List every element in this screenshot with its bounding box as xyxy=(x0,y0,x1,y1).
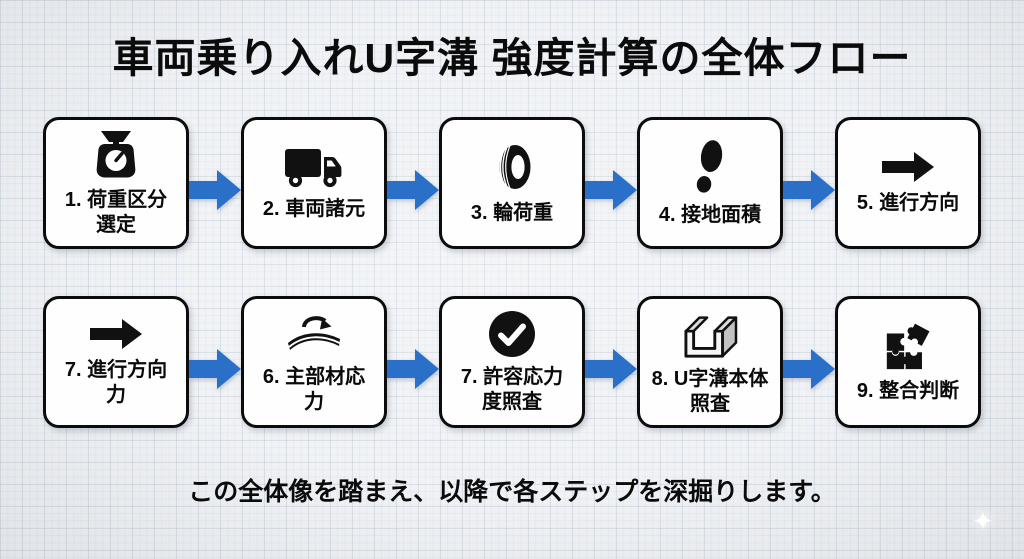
flow-step-label: 5. 進行方向 xyxy=(856,192,960,215)
footer-note: この全体像を踏まえ、以降で各ステップを深掘りします。 xyxy=(188,478,836,506)
u-channel-icon xyxy=(681,308,739,360)
flow-arrow-icon xyxy=(783,296,835,428)
flow-step-label: 2. 車両諸元 xyxy=(262,198,366,221)
flow-step-label: 7. 進行方向力 xyxy=(64,359,168,406)
flow-step-label: 7. 許容応力度照査 xyxy=(460,366,564,413)
flow-arrow-icon xyxy=(585,117,637,249)
flow-arrow-icon xyxy=(387,296,439,428)
flow-arrow-icon xyxy=(387,117,439,249)
step-vehicle-specs: 2. 車両諸元 xyxy=(241,117,387,249)
flow-step-label: 9. 整合判断 xyxy=(856,380,960,403)
flow-step-label: 6. 主部材応力 xyxy=(262,366,366,413)
flow-step-label: 4. 接地面積 xyxy=(658,204,762,227)
flow-step-label: 3. 輪荷重 xyxy=(470,202,554,225)
puzzle-icon xyxy=(882,320,934,372)
flow-row-1: 1. 荷重区分選定 2. 車両諸元 xyxy=(43,117,981,249)
step-wheel-load: 3. 輪荷重 xyxy=(439,117,585,249)
flow-arrow-icon xyxy=(585,296,637,428)
arrow-right-icon xyxy=(880,150,936,184)
step-main-member-stress: 6. 主部材応力 xyxy=(241,296,387,428)
flow-arrow-icon xyxy=(783,117,835,249)
footprint-icon xyxy=(692,138,728,196)
step-load-classification: 1. 荷重区分選定 xyxy=(43,117,189,249)
tire-icon xyxy=(489,140,535,194)
flow-step-label: 1. 荷重区分選定 xyxy=(64,189,168,236)
flow-arrow-icon xyxy=(189,296,241,428)
step-u-gutter-body-check: 8. U字溝本体照査 xyxy=(637,296,783,428)
step-allowable-stress-check: 7. 許容応力度照査 xyxy=(439,296,585,428)
bending-moment-icon xyxy=(285,310,343,358)
flow-step-label: 8. U字溝本体照査 xyxy=(651,368,769,415)
flow-arrow-icon xyxy=(189,117,241,249)
page-title: 車両乗り入れU字溝 強度計算の全体フロー xyxy=(112,35,912,81)
check-circle-icon xyxy=(488,310,536,358)
scale-icon xyxy=(92,129,140,181)
arrow-right-icon xyxy=(88,317,144,351)
flow-row-2: 7. 進行方向力 6. 主部材応力 7. 許容応力度照査 xyxy=(43,296,981,428)
truck-icon xyxy=(284,144,344,190)
step-contact-area: 4. 接地面積 xyxy=(637,117,783,249)
sparkle-watermark-icon: ✦ xyxy=(972,506,994,536)
step-consistency-judgment: 9. 整合判断 xyxy=(835,296,981,428)
step-travel-direction: 5. 進行方向 xyxy=(835,117,981,249)
step-travel-direction-force: 7. 進行方向力 xyxy=(43,296,189,428)
